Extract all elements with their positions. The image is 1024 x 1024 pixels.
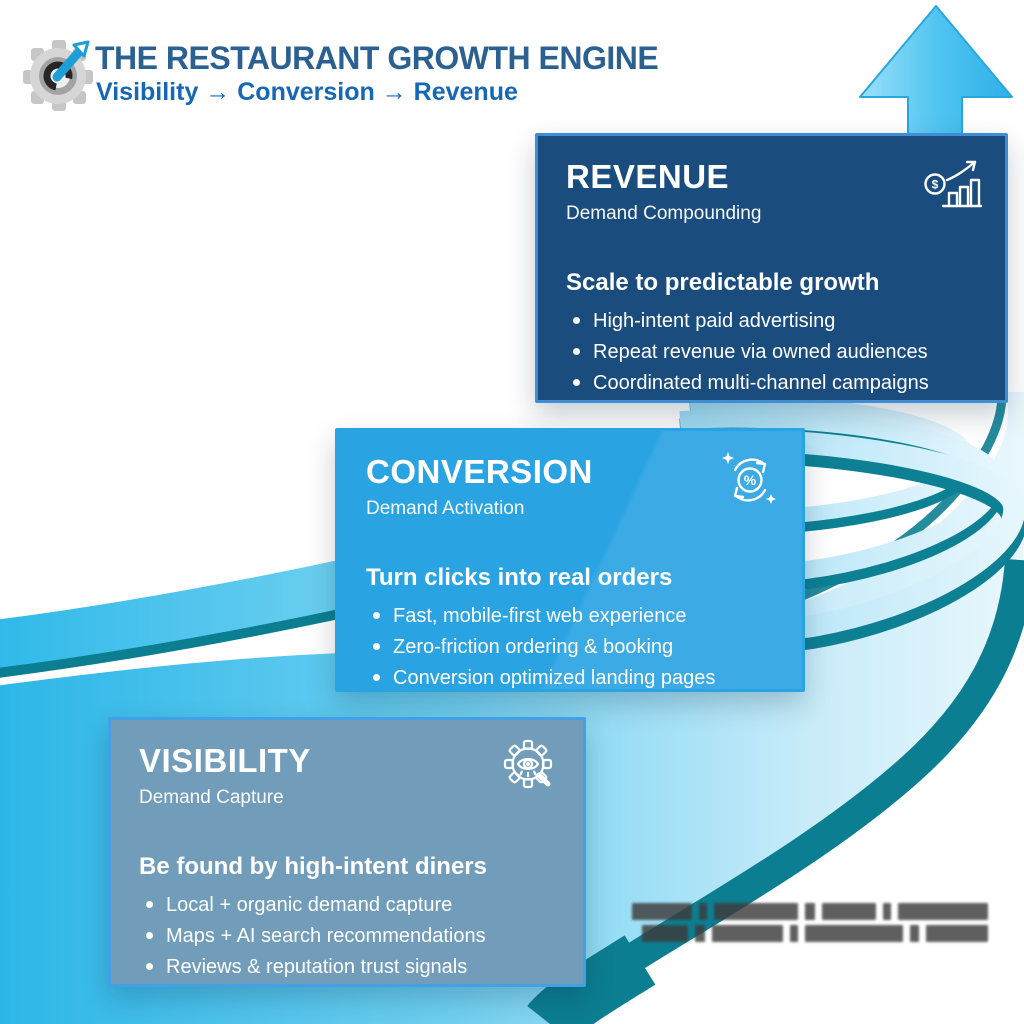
bullet-text: Local + organic demand capture [166, 894, 453, 916]
stage-heading: Be found by high-intent diners [139, 853, 487, 880]
conversion-percent-cycle-icon: % [722, 452, 776, 504]
revenue-growth-chart-icon: $ [924, 160, 983, 208]
bullet-text: Fast, mobile-first web experience [393, 605, 687, 627]
bullet-item: Coordinated multi-channel campaigns [566, 372, 977, 394]
redacted-watermark-line [642, 925, 988, 942]
stage-title: VISIBILITY [139, 742, 311, 779]
upward-arrow [859, 5, 1013, 141]
visibility-eye-gear-icon [503, 739, 553, 789]
bullet-dot [146, 963, 153, 970]
bullet-text: Maps + AI search recommendations [166, 925, 486, 947]
page-title: THE RESTAURANT GROWTH ENGINE [95, 40, 659, 76]
stage-card-revenue: REVENUE Demand Compounding $ Scale to pr… [535, 133, 1008, 403]
stage-card-visibility: VISIBILITY Demand Capture Be found by hi… [108, 717, 586, 987]
bullet-item: Fast, mobile-first web experience [366, 605, 774, 627]
bullet-text: Coordinated multi-channel campaigns [593, 372, 929, 394]
stage-heading: Scale to predictable growth [566, 269, 880, 296]
bullet-item: Reviews & reputation trust signals [139, 956, 555, 978]
stage-card-conversion: CONVERSION Demand Activation % Turn clic… [335, 428, 805, 692]
bullet-dot [146, 901, 153, 908]
redacted-watermark [632, 903, 988, 949]
bullet-dot [573, 379, 580, 386]
bullet-dot [573, 317, 580, 324]
stage-subtitle: Demand Capture [139, 787, 284, 808]
bullet-text: High-intent paid advertising [593, 310, 836, 332]
stage-title: REVENUE [566, 158, 730, 195]
stage-bullets: Local + organic demand capture Maps + AI… [139, 894, 555, 978]
svg-text:$: $ [932, 178, 939, 192]
bullet-dot [373, 612, 380, 619]
stage-bullets: High-intent paid advertising Repeat reve… [566, 310, 977, 394]
bullet-dot [373, 643, 380, 650]
bullet-dot [573, 348, 580, 355]
bullet-text: Repeat revenue via owned audiences [593, 341, 928, 363]
bullet-text: Reviews & reputation trust signals [166, 956, 468, 978]
bullet-item: Conversion optimized landing pages [366, 667, 774, 689]
bullet-text: Zero-friction ordering & booking [393, 636, 674, 658]
bullet-dot [146, 932, 153, 939]
bullet-item: Repeat revenue via owned audiences [566, 341, 977, 363]
bullet-item: Local + organic demand capture [139, 894, 555, 916]
stage-subtitle: Demand Compounding [566, 203, 762, 224]
stage-heading: Turn clicks into real orders [366, 564, 673, 591]
gear-pen-logo-icon [23, 40, 93, 111]
bullet-item: Maps + AI search recommendations [139, 925, 555, 947]
page-subtitle: Visibility → Conversion → Revenue [96, 78, 518, 106]
bullet-item: High-intent paid advertising [566, 310, 977, 332]
stage-bullets: Fast, mobile-first web experience Zero-f… [366, 605, 774, 689]
road-left-band [0, 556, 366, 678]
stage-title: CONVERSION [366, 453, 593, 490]
bullet-item: Zero-friction ordering & booking [366, 636, 774, 658]
stage-subtitle: Demand Activation [366, 498, 525, 519]
bullet-text: Conversion optimized landing pages [393, 667, 716, 689]
svg-text:%: % [744, 472, 757, 488]
bullet-dot [373, 674, 380, 681]
redacted-watermark-line [632, 903, 988, 920]
